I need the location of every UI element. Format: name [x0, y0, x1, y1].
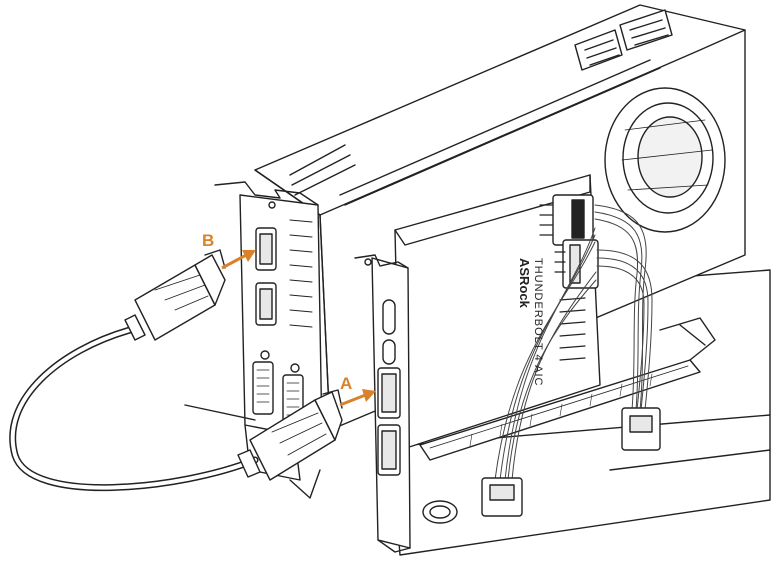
label-a: A [340, 374, 352, 393]
pcie-slot [419, 317, 716, 461]
label-b: B [202, 231, 214, 250]
power-connector-right [619, 9, 673, 51]
displayport-plug-b[interactable] [124, 249, 226, 341]
internal-cable-bundle [494, 204, 653, 481]
callout-arrow-b [221, 250, 256, 270]
aic-bracket [354, 254, 411, 553]
cooling-fan [604, 87, 726, 233]
power-connector-left [574, 29, 623, 71]
displayport-cable [9, 326, 259, 492]
displayport-plug-a[interactable] [237, 389, 343, 481]
card-model-text: THUNDERBOLT 4 AIC [532, 258, 544, 386]
cable-connector-right [621, 407, 661, 451]
card-header-top [539, 194, 594, 246]
thunderbolt-aic-card [354, 174, 716, 553]
callout-arrow-a [339, 389, 376, 407]
card-brand-logo: ASRock [517, 258, 532, 309]
gpu-bracket [214, 181, 323, 499]
cable-connector-bottom [481, 477, 523, 517]
gpu-dvi-port-left [252, 350, 274, 415]
aic-port-top[interactable] [382, 299, 396, 335]
aic-port-middle[interactable] [382, 339, 396, 365]
